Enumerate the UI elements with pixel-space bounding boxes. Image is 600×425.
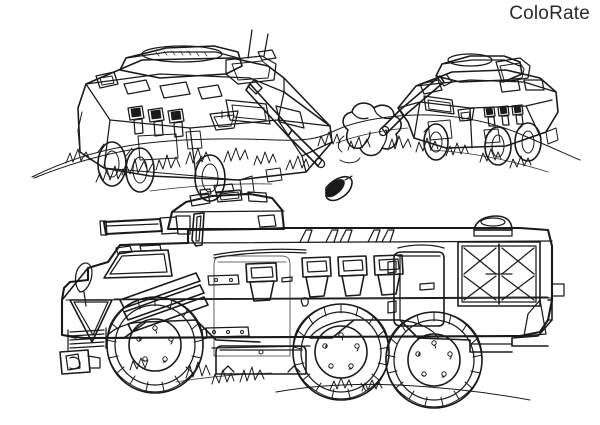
smoke-grenade-launchers (301, 254, 404, 298)
front-mirror (74, 262, 93, 307)
apc-rear-right (378, 53, 559, 166)
underhull-storage-box (215, 345, 307, 375)
wheels-left-apc (97, 141, 226, 202)
grass-tufts (65, 131, 532, 392)
rear-roof-cupola (473, 215, 513, 237)
smoke-launchers-right-apc (483, 104, 524, 127)
wheel-front (106, 296, 204, 394)
hull-vision-block (245, 262, 278, 302)
turret-gun-barrel (99, 215, 191, 236)
apc-foreground (59, 183, 565, 409)
smoke-launchers-left-apc (127, 105, 185, 138)
wheel-middle (292, 303, 390, 401)
driver-window (103, 244, 173, 279)
gun-barrel-left-apc (245, 79, 326, 169)
rear-side-hatch (387, 244, 445, 327)
artillery-shell (325, 175, 353, 202)
rear-double-doors (457, 241, 541, 307)
turret (166, 183, 286, 247)
rear-fender (511, 283, 565, 347)
wheel-rear (385, 311, 483, 409)
watermark-logo: ColoRate (509, 3, 590, 24)
wheels-foreground-apc (106, 296, 483, 409)
roof-tiedowns (299, 229, 395, 243)
smoke-cloud (337, 102, 402, 164)
wheels-right-apc (423, 122, 542, 166)
front-louvers (67, 327, 107, 351)
apc-rear-left (77, 29, 333, 202)
door-handles (201, 274, 250, 340)
crew-side-door (213, 255, 291, 357)
tow-hook (59, 349, 101, 375)
